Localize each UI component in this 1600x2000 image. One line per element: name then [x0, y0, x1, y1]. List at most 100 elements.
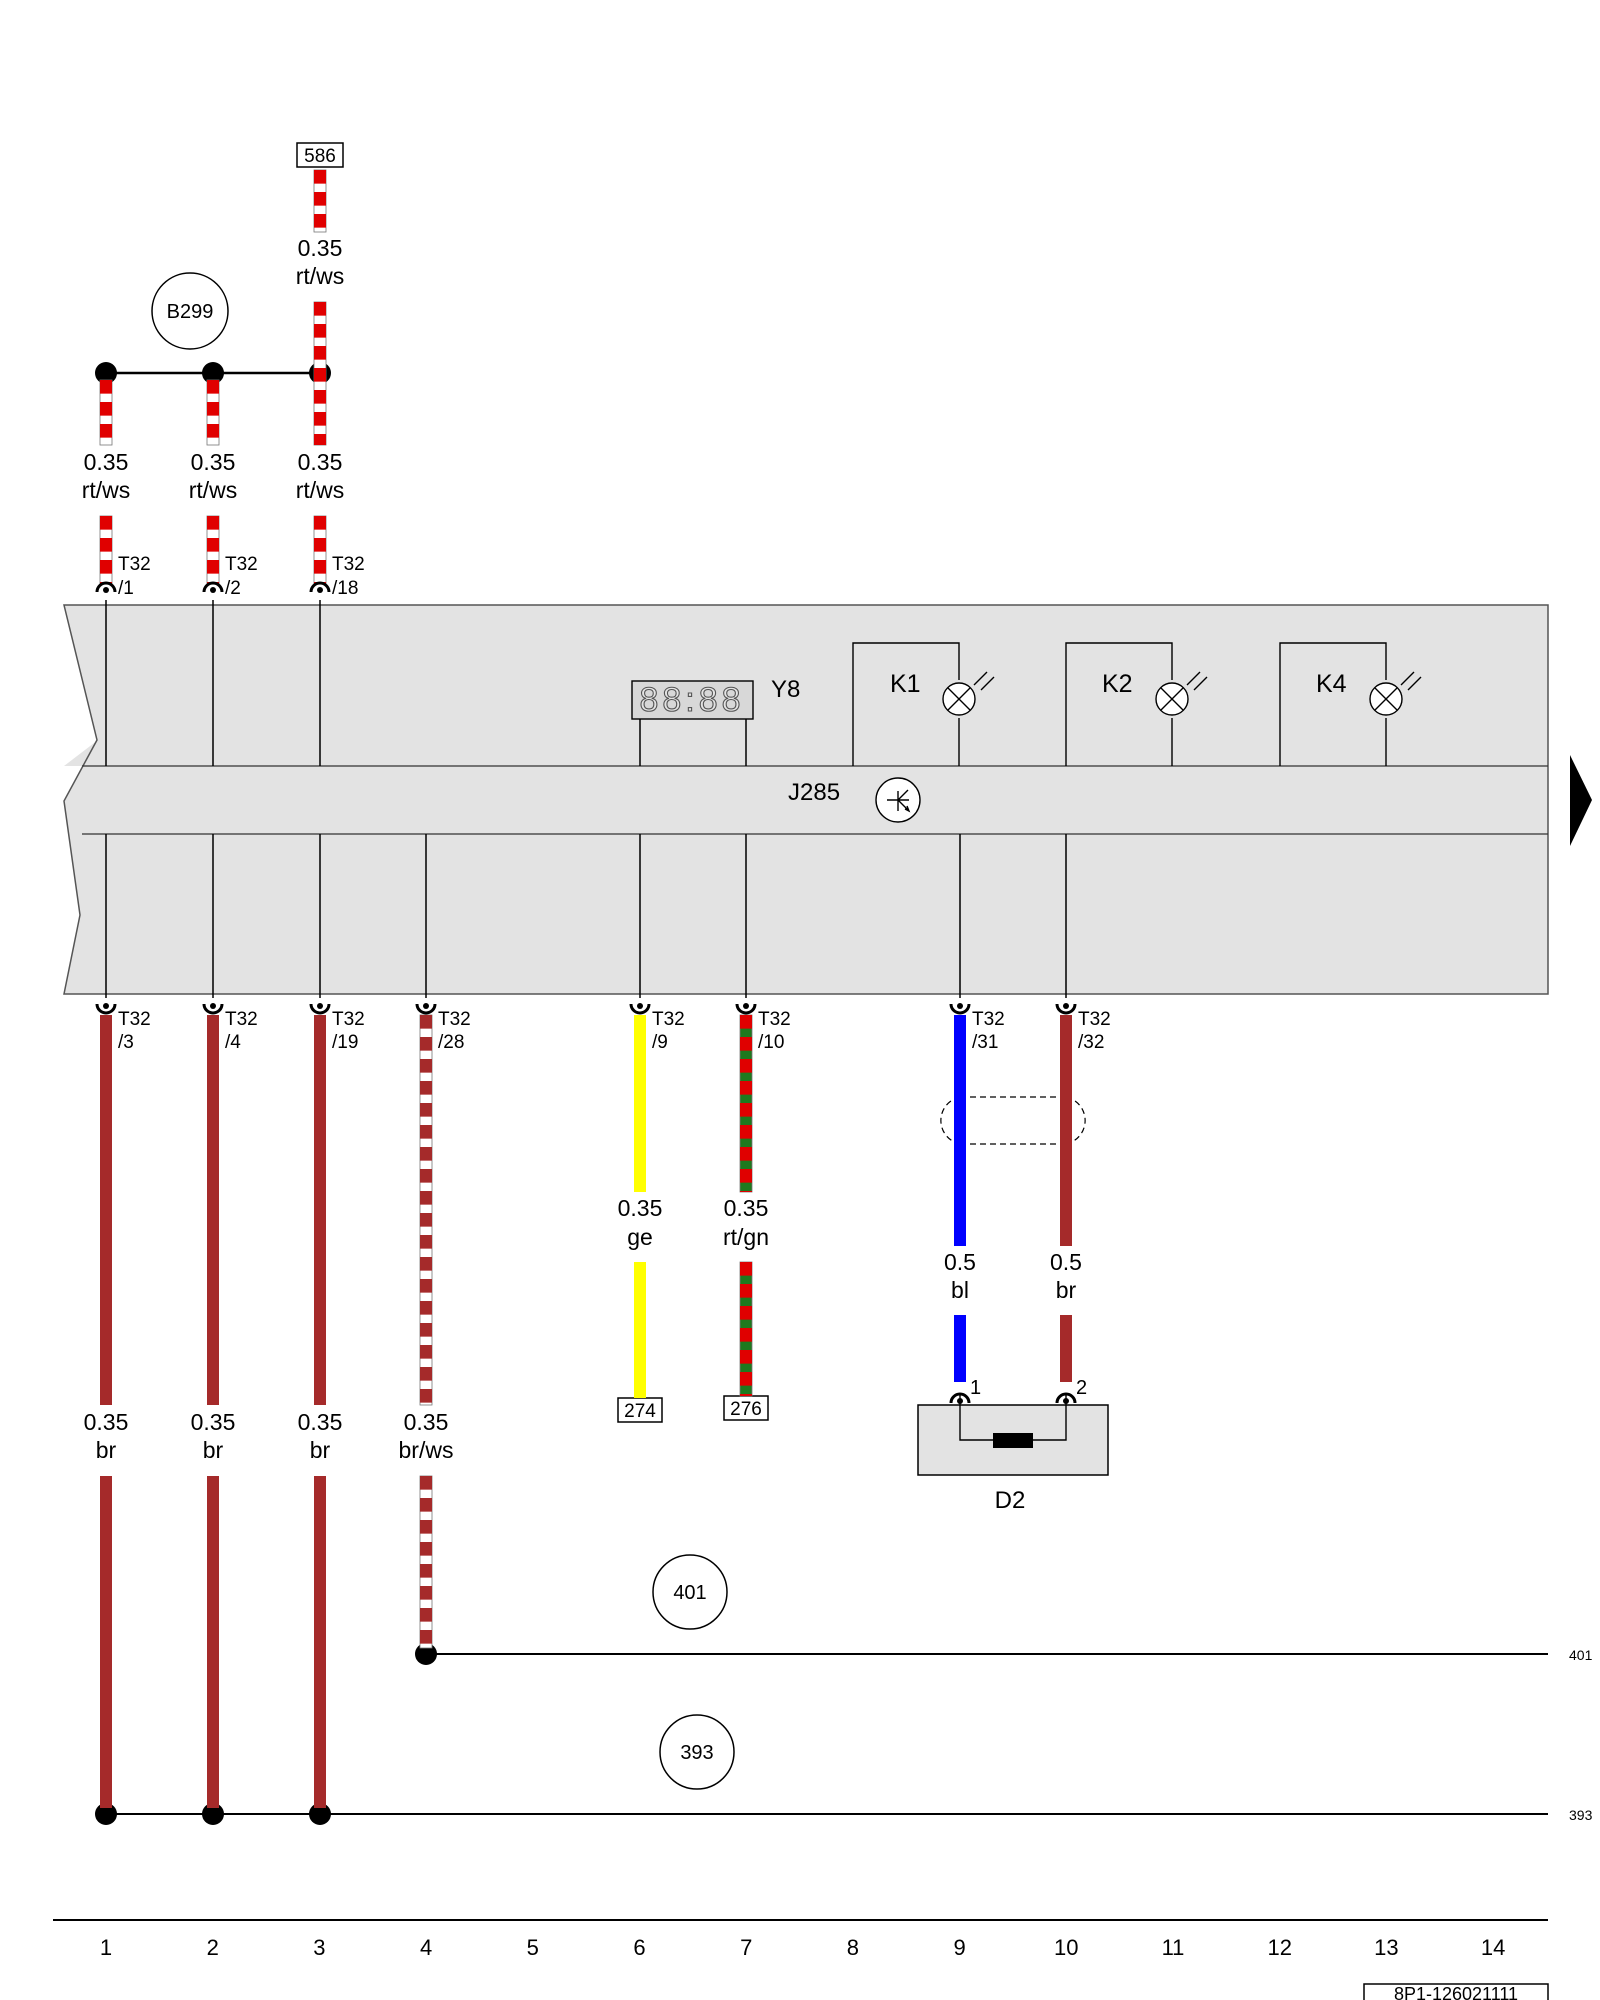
bottom-wire-upper [419, 1014, 433, 1406]
wire-color: br [1056, 1277, 1077, 1303]
ground-393-label: 393 [680, 1742, 713, 1764]
pin-number: /31 [972, 1032, 998, 1053]
pin-number: /2 [225, 578, 241, 599]
doc-id-box [1363, 1983, 1549, 2000]
bottom-wire-lower [954, 1315, 966, 1382]
bottom-wire-lower [419, 1475, 433, 1649]
feed-wire-gauge: 0.35 [298, 235, 343, 261]
pin-connector: T32 [332, 554, 365, 575]
column-number: 9 [953, 1935, 965, 1960]
bottom-wire-upper [207, 1015, 219, 1405]
terminal-276-label: 276 [730, 1399, 762, 1420]
column-number: 1 [100, 1935, 112, 1960]
doc-id: 8P1-126021111 [1394, 1984, 1518, 2000]
connector-pin-icon [1055, 1003, 1077, 1015]
top-pin-labels: T32 /1 T32 /2 T32 /18 [118, 554, 365, 599]
d2-pin-2: 2 [1076, 1377, 1087, 1399]
feed-wire-upper [313, 169, 327, 233]
pin-number: /32 [1078, 1032, 1104, 1053]
connector-pin-dot [743, 1003, 749, 1009]
connector-586-box [296, 142, 344, 168]
component-d2-box [917, 1404, 1109, 1476]
bottom-pin-labels: T32 /3 T32 /4 T32 /19 T32 /28 T32 /9 T32… [118, 1009, 1111, 1053]
connector-pin-dot [637, 1003, 643, 1009]
pin-number: /3 [118, 1032, 134, 1053]
pin-number: /19 [332, 1032, 358, 1053]
connector-pin-icon [202, 581, 224, 593]
connector-pin-dot [210, 587, 216, 593]
bottom-wire-upper [1060, 1015, 1072, 1246]
pin-number: /28 [438, 1032, 464, 1053]
connector-pin-dot [957, 1003, 963, 1009]
connector-pin-dot [1063, 1398, 1069, 1404]
wire-color: rt/gn [723, 1224, 769, 1250]
pin-number: /9 [652, 1032, 668, 1053]
pin-number: /4 [225, 1032, 241, 1053]
ground-401-circle [652, 1554, 728, 1630]
wire-color: ge [627, 1224, 653, 1250]
lamp-label: K4 [1316, 670, 1347, 698]
column-number: 6 [633, 1935, 645, 1960]
wire-gauge: 0.35 [84, 449, 129, 475]
wire-gauge: 0.35 [298, 449, 343, 475]
top-wire-lower [206, 515, 220, 585]
pin-number: /10 [758, 1032, 784, 1053]
component-d2-label: D2 [995, 1487, 1026, 1514]
connector-pin-dot [103, 587, 109, 593]
top-wire-labels: 0.35 rt/ws 0.35 rt/ws 0.35 rt/ws [82, 449, 345, 503]
connector-pin-icon [629, 1003, 651, 1015]
terminal-276-box [723, 1395, 769, 1421]
wire-color: br [310, 1437, 331, 1463]
connector-pin-icon [949, 1003, 971, 1015]
ground-401-label: 401 [673, 1582, 706, 1604]
pin-connector: T32 [652, 1009, 685, 1030]
bottom-wire-upper [739, 1014, 753, 1193]
column-number: 4 [420, 1935, 432, 1960]
connector-pin-icon [1055, 1392, 1077, 1404]
connector-pin-icon [415, 1003, 437, 1015]
pin-connector: T32 [972, 1009, 1005, 1030]
bottom-wire-lower [207, 1476, 219, 1808]
connector-pin-icon [95, 581, 117, 593]
wire-gauge: 0.35 [404, 1409, 449, 1435]
bottom-wire-upper [100, 1015, 112, 1405]
wire-gauge: 0.35 [191, 1409, 236, 1435]
connector-pin-icon [309, 581, 331, 593]
wire-color: br [203, 1437, 224, 1463]
connector-pin-icon [95, 1003, 117, 1015]
wire-color: br [96, 1437, 117, 1463]
edge-ref-393: 393 [1569, 1807, 1593, 1823]
pin-connector: T32 [118, 1009, 151, 1030]
connector-pin-dot [957, 1398, 963, 1404]
terminal-274-box [617, 1397, 663, 1423]
connector-pin-dot [317, 587, 323, 593]
bottom-wire-labels: 0.35 br 0.35 br 0.35 br 0.35 br/ws 0.35 … [84, 1195, 1082, 1463]
pin-number: /18 [332, 578, 358, 599]
lamp-label: K2 [1102, 670, 1133, 698]
connector-pin-dot [103, 1003, 109, 1009]
pin-connector: T32 [118, 554, 151, 575]
pin-number: /1 [118, 578, 134, 599]
wire-gauge: 0.5 [944, 1249, 976, 1275]
feed-wire-lower [313, 301, 327, 446]
pin-connector: T32 [1078, 1009, 1111, 1030]
top-wire-upper [99, 379, 113, 446]
connector-pin-icon [309, 1003, 331, 1015]
connector-pin-icon [949, 1392, 971, 1404]
lamp-k1: K1 [852, 642, 995, 766]
column-number: 12 [1267, 1935, 1291, 1960]
coil-icon [993, 1433, 1033, 1448]
d2-pin-1: 1 [970, 1377, 981, 1399]
bottom-wire-upper [314, 1015, 326, 1405]
bottom-wire-lower [634, 1262, 646, 1398]
connector-pin-icon [202, 1003, 224, 1015]
column-number: 2 [207, 1935, 219, 1960]
connector-pin-dot [317, 1003, 323, 1009]
column-number: 14 [1481, 1935, 1505, 1960]
bottom-wire-lower [314, 1476, 326, 1808]
edge-ref-401: 401 [1569, 1647, 1593, 1663]
column-number: 11 [1162, 1935, 1185, 1960]
top-wire-lower [313, 515, 327, 585]
